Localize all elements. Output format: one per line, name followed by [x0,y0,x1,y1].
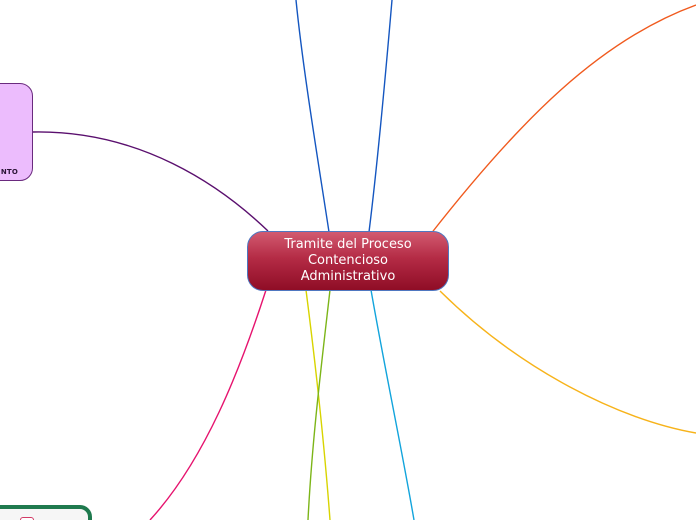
branch-green [307,289,331,520]
topic-node-purple[interactable]: NTO [0,83,33,181]
branch-top-left-blue [295,0,330,233]
branch-amber [439,290,696,434]
central-topic-line-1: Tramite del Proceso [284,237,412,252]
branch-cyan [370,289,415,520]
central-topic-line-2: Contencioso [307,253,389,268]
branch-purple [32,131,269,232]
central-topic-node[interactable]: Tramite del Proceso Contencioso Administ… [247,231,449,291]
branch-orange-red [429,4,696,236]
note-icon [20,517,34,520]
branch-top-right-blue [368,0,393,233]
topic-node-green[interactable] [0,505,92,520]
branch-yellow [305,289,331,520]
branch-magenta [149,289,267,520]
topic-node-purple-label: NTO [0,168,18,176]
central-topic-line-3: Administrativo [300,269,396,284]
